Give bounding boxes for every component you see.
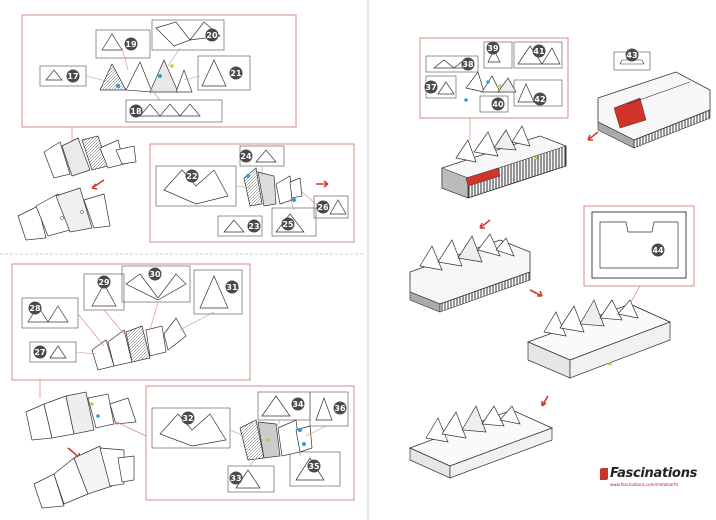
part-badge-34: [291, 397, 305, 411]
part-badge-24: [239, 149, 253, 163]
part-number-17: 17: [67, 72, 78, 81]
shell-assembly-b: [17, 187, 111, 241]
part-number-32: 32: [182, 414, 193, 423]
part-number-39: 39: [487, 44, 499, 53]
part-number-34: 34: [292, 400, 304, 409]
part-badge-27: [33, 345, 47, 359]
part-badge-29: [97, 275, 111, 289]
brand-url: www.fascinations.com/metalearth: [610, 482, 679, 487]
part-badge-37: [424, 80, 438, 94]
frame-connector: [111, 419, 147, 437]
part-badge-17: [66, 69, 80, 83]
logo-mark-icon: [600, 468, 608, 480]
part-number-18: 18: [130, 107, 142, 116]
part-number-41: 41: [533, 47, 545, 56]
part-number-30: 30: [149, 270, 161, 279]
part-number-19: 19: [125, 40, 137, 49]
model-stage-1: [441, 125, 567, 199]
part-number-29: 29: [98, 278, 110, 287]
step-arrow: [541, 395, 549, 407]
model-stage-2: [409, 233, 531, 313]
part-badge-31: [225, 280, 239, 294]
part-number-20: 20: [206, 31, 218, 40]
part-badge-44: [651, 243, 665, 257]
part-badge-39: [486, 41, 500, 55]
step-frame-32-36: [145, 385, 355, 501]
part-badge-33: [229, 471, 243, 485]
fascinations-logo: Fascinations www.fascinations.com/metale…: [600, 466, 698, 487]
step-arrow: [91, 179, 105, 190]
model-final: [408, 405, 554, 479]
step-frame-44: [583, 205, 695, 287]
podium-43: [597, 51, 711, 149]
model-stage-3: [526, 299, 672, 379]
part-badge-18: [129, 104, 143, 118]
brand-name: Fascinations: [610, 466, 698, 481]
part-number-23: 23: [248, 222, 259, 231]
part-number-22: 22: [186, 172, 197, 181]
part-number-44: 44: [652, 246, 664, 255]
step-arrow: [587, 131, 599, 141]
part-number-21: 21: [230, 69, 242, 78]
part-number-37: 37: [425, 83, 436, 92]
part-badge-41: [532, 44, 546, 58]
part-number-25: 25: [282, 220, 294, 229]
step-arrow: [529, 289, 543, 297]
step-frame-17-21: [21, 14, 297, 128]
part-badge-26: [316, 200, 330, 214]
part-number-33: 33: [230, 474, 241, 483]
part-number-28: 28: [29, 304, 41, 313]
part-badge-28: [28, 301, 42, 315]
part-badge-40: [491, 97, 505, 111]
part-number-40: 40: [492, 100, 504, 109]
part-badge-35: [307, 459, 321, 473]
part-number-36: 36: [334, 404, 346, 413]
part-number-43: 43: [626, 51, 637, 60]
part-number-42: 42: [534, 95, 545, 104]
part-badge-20: [205, 28, 219, 42]
step-frame-22-26: [149, 143, 355, 243]
part-badge-42: [533, 92, 547, 106]
part-badge-43: [625, 48, 639, 62]
part-badge-36: [333, 401, 347, 415]
part-badge-22: [185, 169, 199, 183]
part-badge-30: [148, 267, 162, 281]
step-arrow: [316, 180, 329, 188]
shell-assembly-c: [25, 391, 137, 441]
part-number-26: 26: [317, 203, 329, 212]
part-number-35: 35: [308, 462, 320, 471]
part-number-24: 24: [240, 152, 252, 161]
part-number-27: 27: [34, 348, 45, 357]
part-badge-38: [461, 57, 475, 71]
part-number-38: 38: [462, 60, 474, 69]
part-badge-32: [181, 411, 195, 425]
part-badge-19: [124, 37, 138, 51]
shell-assembly-a: [43, 135, 137, 179]
part-number-badges: 17 18 19 20 21 22 23 24 25 26 27 28 29 30 31 32 33 34 35 36…: [28, 28, 665, 485]
part-badge-21: [229, 66, 243, 80]
part-badge-23: [247, 219, 261, 233]
step-frame-27-31: [11, 263, 251, 381]
step-arrow: [479, 219, 491, 229]
shell-assembly-d: [33, 445, 135, 509]
part-badge-25: [281, 217, 295, 231]
part-number-31: 31: [226, 283, 238, 292]
